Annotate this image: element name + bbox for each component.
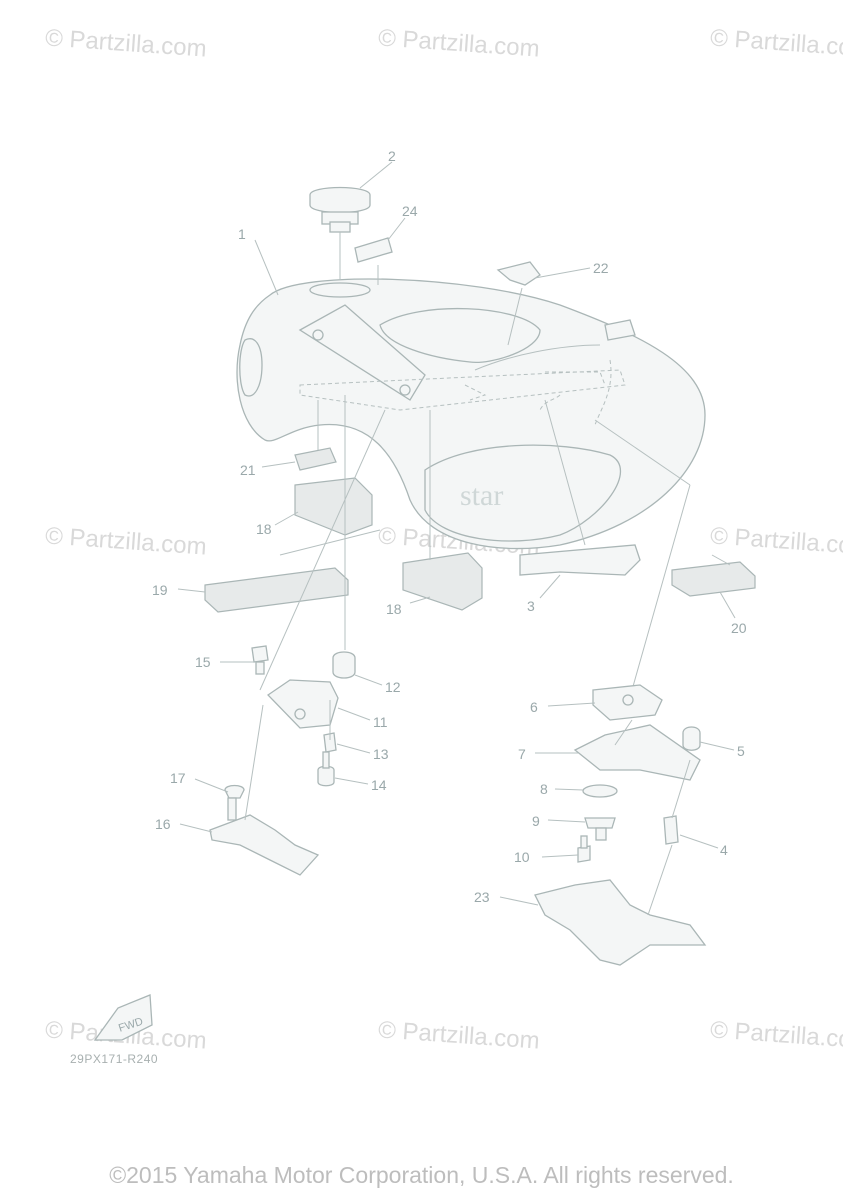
- callout-18: 18: [256, 521, 272, 537]
- bolt-4: [663, 815, 679, 845]
- callout-10: 10: [514, 849, 530, 865]
- callout-24: 24: [402, 203, 418, 219]
- bracket-7: [573, 724, 701, 781]
- collar-13: [323, 732, 337, 753]
- tank-emblem-22: [496, 261, 541, 286]
- callout-20: 20: [731, 620, 747, 636]
- callout-13: 13: [373, 746, 389, 762]
- grommet-12: [332, 651, 356, 679]
- callout-4: 4: [720, 842, 728, 858]
- caution-label: [354, 237, 393, 263]
- bolt-17: [224, 784, 245, 799]
- callout-18b: 18: [386, 601, 402, 617]
- callout-3: 3: [527, 598, 535, 614]
- callout-1: 1: [238, 226, 246, 242]
- callout-6: 6: [530, 699, 538, 715]
- damper-20: [671, 561, 756, 597]
- filler-neck: [309, 282, 371, 298]
- callout-8: 8: [540, 781, 548, 797]
- washer-8: [582, 784, 618, 798]
- callout-7: 7: [518, 746, 526, 762]
- callout-16: 16: [155, 816, 171, 832]
- callout-22: 22: [593, 260, 609, 276]
- diagram-code: 29PX171-R240: [70, 1052, 159, 1066]
- bracket-16: [209, 814, 320, 876]
- callout-14: 14: [371, 777, 387, 793]
- callout-19: 19: [152, 582, 168, 598]
- callout-23: 23: [474, 889, 490, 905]
- damper-21: [294, 447, 337, 471]
- callout-12: 12: [385, 679, 401, 695]
- fuel-cap: [309, 186, 371, 214]
- callout-9: 9: [532, 813, 540, 829]
- callout-5: 5: [737, 743, 745, 759]
- callout-21: 21: [240, 462, 256, 478]
- tank-logo: star: [460, 479, 503, 512]
- damper-3: [519, 544, 641, 576]
- nut-5: [682, 726, 701, 751]
- callout-11: 11: [373, 714, 388, 730]
- tank-rear-tab: [604, 319, 636, 341]
- collar-9: [584, 817, 616, 829]
- bolt-14: [317, 765, 335, 787]
- callout-17: 17: [170, 770, 186, 786]
- callout-15: 15: [195, 654, 211, 670]
- tank-front-emblem: [239, 338, 263, 397]
- tank-tunnel-opening: [379, 307, 541, 364]
- bolt-15: [251, 645, 269, 663]
- tank-front-bracket: [298, 304, 426, 401]
- damper-18-center: [402, 552, 483, 611]
- tank-side-panel: [424, 444, 622, 542]
- bracket-23: [534, 879, 707, 966]
- callout-2: 2: [388, 148, 396, 164]
- copyright: ©2015 Yamaha Motor Corporation, U.S.A. A…: [109, 1162, 734, 1188]
- fwd-arrow-icon: [93, 994, 153, 1041]
- bracket-11: [266, 679, 339, 729]
- damper-19: [204, 567, 349, 613]
